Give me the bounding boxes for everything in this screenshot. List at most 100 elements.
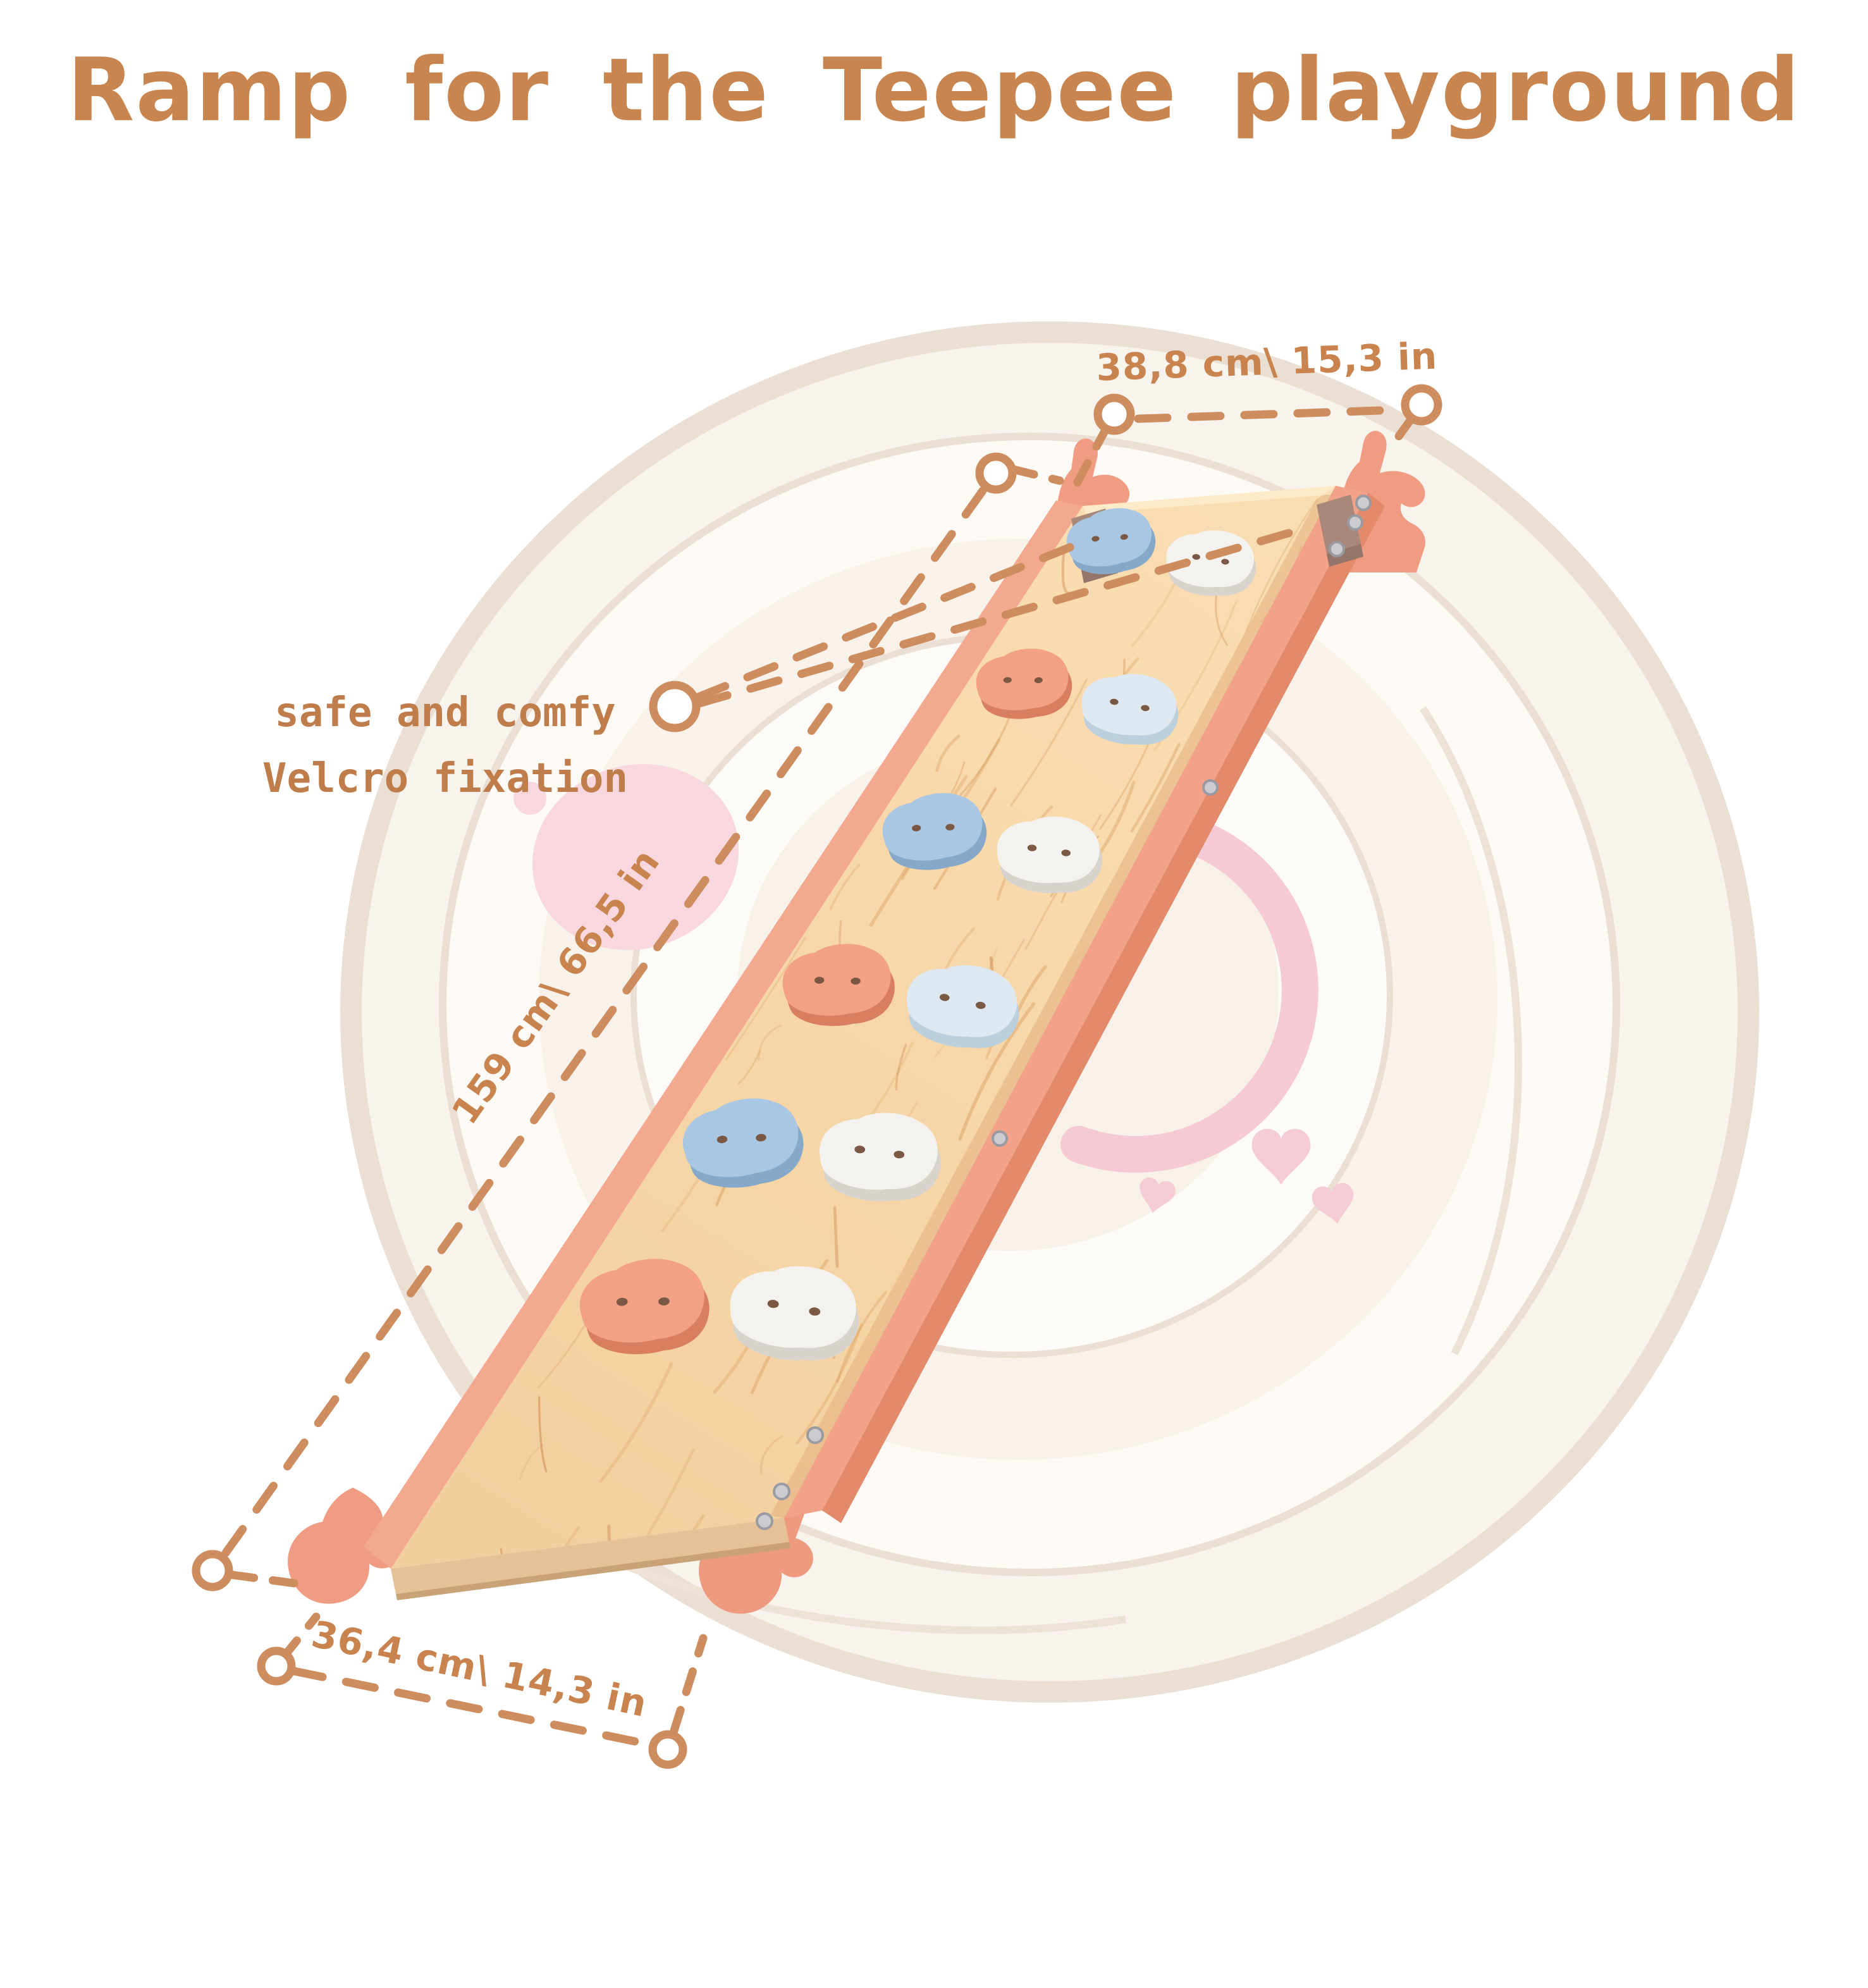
grain-knot [833, 1206, 839, 1268]
hold-screw [894, 1151, 905, 1159]
grain-streak [958, 1002, 1036, 1141]
hold-screw [1034, 677, 1043, 684]
climbing-holds [579, 508, 1257, 1361]
grain-streak [758, 1024, 782, 1061]
dimension-endpoint [648, 1730, 687, 1769]
grain-streak [613, 1448, 695, 1569]
dimension-endpoint [975, 452, 1017, 494]
rail-right-top [784, 486, 1368, 1518]
hold-screw [767, 1299, 779, 1308]
hold-top [819, 1113, 938, 1190]
rail-left [364, 500, 1083, 1569]
hold-screw [851, 977, 861, 985]
hold-top [976, 648, 1069, 710]
grain-streak [829, 864, 861, 911]
ramp [288, 431, 1425, 1614]
climbing-hold-orange [976, 648, 1072, 719]
plank-edge [391, 1518, 789, 1594]
hold-screw [1061, 849, 1071, 856]
grain-streak [725, 937, 806, 1061]
hold-screw [1091, 536, 1100, 542]
hold-top [730, 1266, 856, 1349]
heart-icon [1312, 1183, 1354, 1225]
hold-screw [658, 1297, 670, 1306]
velcro-note-line2: Velcro fixation [262, 755, 628, 802]
hold-top [997, 817, 1100, 884]
grain-streak [1245, 498, 1318, 633]
hold-screw [939, 994, 950, 1001]
hold-top [1081, 674, 1177, 736]
grain-streak [599, 1362, 673, 1483]
plank-edge-shadow [396, 1542, 790, 1600]
grain-streak [519, 1443, 544, 1481]
grain-streak [796, 1323, 863, 1445]
hold-screw [1141, 705, 1150, 712]
hold-screw [854, 1145, 866, 1154]
rivets [756, 495, 1372, 1530]
climbing-hold-orange [579, 1259, 710, 1354]
climbing-hold-white [997, 817, 1102, 894]
board-edge-shade [770, 486, 1336, 1518]
hold-screw [616, 1297, 628, 1306]
hold-top [782, 944, 891, 1016]
velcro-note-line1: safe and comfy [274, 689, 615, 736]
hook-bottom-left [288, 1488, 401, 1604]
climbing-hold-blue [682, 1098, 804, 1188]
climbing-hold-paleblue [1081, 674, 1179, 745]
heart-icon [1140, 1177, 1176, 1214]
hold-screw [1192, 553, 1200, 560]
rivet [1347, 514, 1363, 531]
velcro-strap-right-fold [1327, 544, 1363, 567]
pink-swirl [1060, 806, 1318, 1173]
grain-streak [1099, 732, 1154, 830]
rail-right-side [822, 493, 1385, 1523]
heart-icon [1251, 1128, 1311, 1185]
grain-knot [500, 1548, 510, 1569]
callout-endpoint [649, 681, 701, 732]
rivet [1355, 495, 1372, 511]
velcro-strap-right [1317, 495, 1361, 554]
climbing-hold-blue [1066, 508, 1156, 574]
rivet [992, 1130, 1008, 1147]
climbing-hold-blue [882, 793, 987, 870]
climbing-hold-orange [782, 944, 895, 1027]
board-edge-light [1083, 486, 1336, 514]
page-title: Ramp for the Teepee playground [67, 39, 1801, 141]
climbing-hold-paleblue [907, 965, 1019, 1048]
grain-streak [759, 1436, 782, 1475]
hold-screw [814, 977, 825, 984]
hold-screw [1110, 698, 1119, 705]
hold-screw [809, 1307, 821, 1316]
velcro-callout: safe and comfy Velcro fixation [262, 522, 1315, 802]
hold-screw [1003, 677, 1012, 683]
watermark-swirl [1419, 706, 1522, 1355]
hold-top [882, 793, 983, 861]
hold-screw [1221, 559, 1229, 565]
dimension-endpoint [257, 1646, 296, 1686]
dimension-bottom-width: 36,4 cm\ 14,3 in [257, 1612, 708, 1769]
grain-knot [538, 1396, 548, 1472]
rivet [806, 1426, 824, 1444]
grain-streak [1130, 743, 1181, 832]
rivet [773, 1483, 790, 1500]
hold-top [579, 1259, 704, 1343]
climbing-hold-white [819, 1113, 941, 1202]
hold-screw [945, 824, 955, 830]
hold-screw [975, 1001, 986, 1009]
grain-streak [836, 1290, 887, 1383]
rivet [1329, 541, 1345, 557]
dimension-endpoint [192, 1550, 233, 1591]
grain-streak [737, 1049, 761, 1085]
hold-screw [756, 1133, 766, 1142]
rivet [1202, 779, 1219, 796]
hold-screw [1027, 844, 1037, 851]
climbing-hold-white [730, 1266, 859, 1361]
hold-screw [716, 1135, 728, 1144]
rivet [756, 1512, 773, 1530]
pink-dot [513, 782, 546, 815]
dimension-endpoint [1401, 384, 1442, 426]
hold-top [907, 965, 1017, 1037]
grain-streak [935, 734, 961, 772]
grain-streak [1010, 678, 1088, 807]
